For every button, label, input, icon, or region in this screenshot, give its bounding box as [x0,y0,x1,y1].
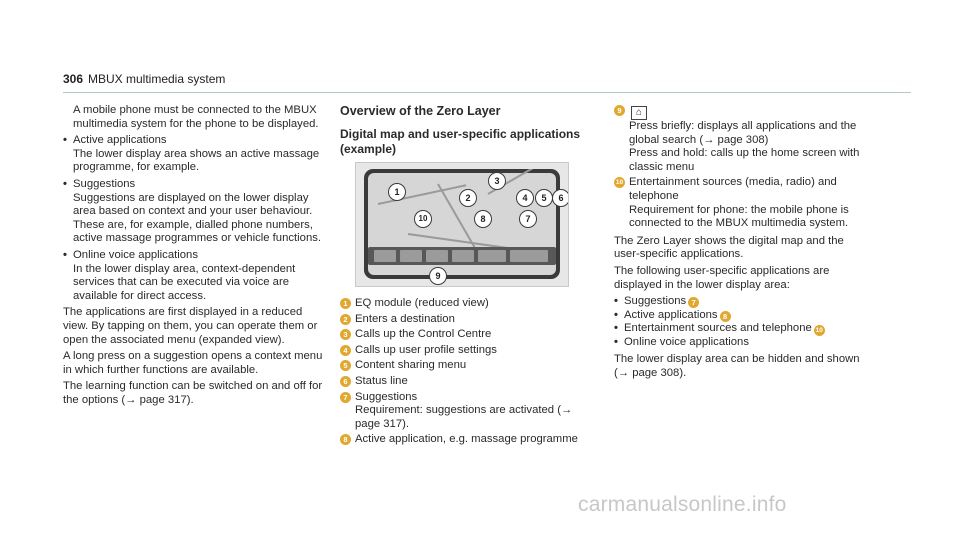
legend-item-detail: Requirement: suggestions are activated (… [355,404,573,430]
legend-item-entertainment: 10 Entertainment sources (media, radio) … [614,176,849,230]
lower-display-area [368,247,556,265]
figure-callout: 7 [519,210,537,228]
bullet-active-applications: Active applications The lower display ar… [63,134,328,175]
figure-callout: 5 [535,189,553,207]
para-lower-display: The lower display area can be hidden and… [614,352,860,379]
para-learning: The learning function can be switched on… [63,380,323,406]
section-heading: Overview of the Zero Layer [340,104,501,118]
intro-text: A mobile phone must be connected to the … [73,104,319,130]
app-bullet: Online voice applications [614,336,864,350]
para-following: The following user-specific applications… [614,264,830,291]
left-column: A mobile phone must be connected to the … [63,104,328,410]
bullet-online-voice: Online voice applications In the lower d… [63,249,328,303]
figure-callout: 3 [488,172,506,190]
middle-column: Overview of the Zero Layer Digital map a… [340,104,590,157]
figure-callout: 6 [552,189,568,207]
figure-callout: 2 [459,189,477,207]
para-long-press: A long press on a suggestion opens a con… [63,350,323,376]
page-number: 306 [63,72,84,86]
bullet-suggestions: Suggestions Suggestions are displayed on… [63,178,328,246]
figure-callout: 10 [414,210,432,228]
figure-callout: 1 [388,183,406,201]
figure-callout: 9 [429,267,447,285]
legend-item-home: 9 ⌂ Press briefly: displays all applicat… [614,104,864,174]
para-zero-layer: The Zero Layer shows the digital map and… [614,234,844,261]
zero-layer-figure: 1 2 3 4 5 6 7 8 9 10 [355,162,569,287]
home-icon: ⌂ [631,106,647,120]
figure-heading: Digital map and user-specific applicatio… [340,127,581,156]
para-reduced-view: The applications are first displayed in … [63,306,318,346]
figure-callout: 8 [474,210,492,228]
page-header: 306 MBUX multimedia system [63,70,911,93]
section-title: MBUX multimedia system [88,72,226,86]
right-column: 9 ⌂ Press briefly: displays all applicat… [614,104,864,383]
figure-callout: 4 [516,189,534,207]
watermark: carmanualsonline.info [578,493,787,516]
